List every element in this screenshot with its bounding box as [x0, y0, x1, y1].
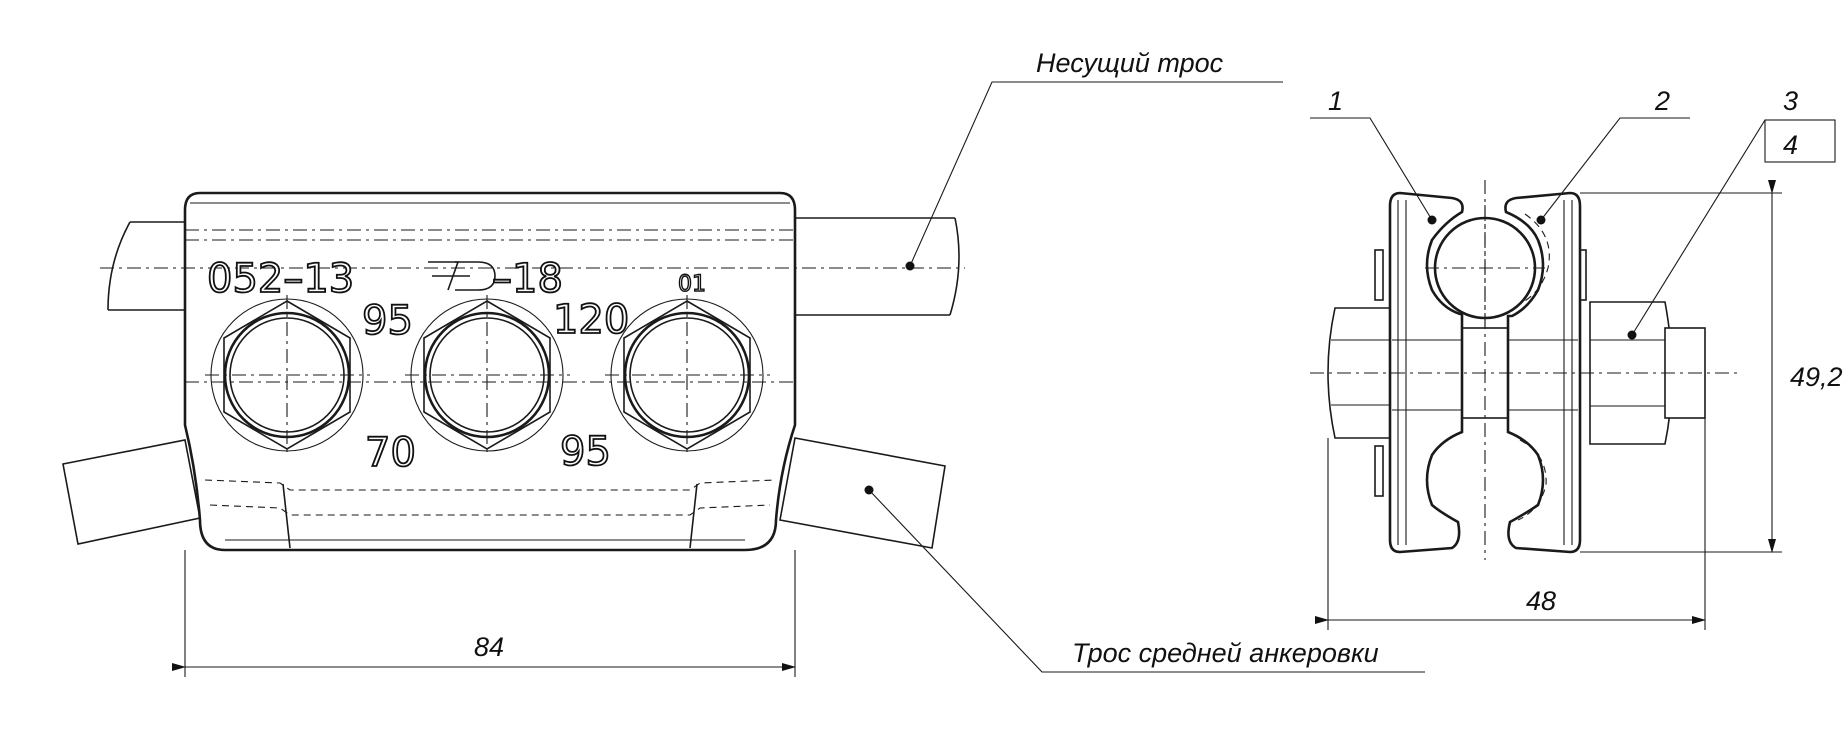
position-2-callout: 2 [1536, 86, 1690, 225]
carrier-cable-leader: Несущий трос [905, 48, 1283, 271]
dimension-48: 48 [1315, 418, 1706, 630]
position-2-label: 2 [1654, 86, 1670, 116]
position-1-label: 1 [1328, 86, 1343, 116]
dimension-84-label: 84 [474, 632, 504, 662]
variant-marking: 01 [678, 272, 706, 297]
position-3-4-callout: 3 4 [1627, 86, 1836, 340]
maker-code-marking: –18 [492, 256, 563, 302]
anchor-cable-leader: Трос средней анкеровки [864, 485, 1425, 673]
bolt-right [605, 295, 770, 455]
front-view: 052–13 –18 01 95 120 70 95 Несущий трос … [62, 48, 1425, 677]
maker-logo [428, 261, 496, 291]
position-4-label: 4 [1783, 130, 1798, 160]
position-3-label: 3 [1783, 86, 1798, 116]
bolt-left [205, 295, 370, 455]
bolt-middle [405, 295, 570, 455]
dimension-49-2: 49,2 [1580, 180, 1843, 553]
size-95-top-marking: 95 [362, 298, 413, 344]
position-1-callout: 1 [1310, 86, 1437, 225]
dimension-48-label: 48 [1526, 586, 1556, 616]
side-right-jaw [1504, 191, 1582, 554]
dimension-84: 84 [172, 550, 796, 677]
size-70-marking: 70 [365, 430, 416, 476]
part-number-marking: 052–13 [207, 256, 354, 302]
size-120-marking: 120 [553, 297, 629, 343]
anchor-cable-label: Трос средней анкеровки [1072, 638, 1379, 668]
side-view: 1 2 3 4 48 49,2 [1310, 86, 1843, 630]
carrier-cable-front [107, 217, 960, 316]
dimension-49-2-label: 49,2 [1790, 362, 1843, 392]
carrier-cable-label: Несущий трос [1036, 48, 1224, 78]
size-95-bottom-marking: 95 [560, 429, 611, 475]
side-right-nut [1577, 249, 1706, 445]
